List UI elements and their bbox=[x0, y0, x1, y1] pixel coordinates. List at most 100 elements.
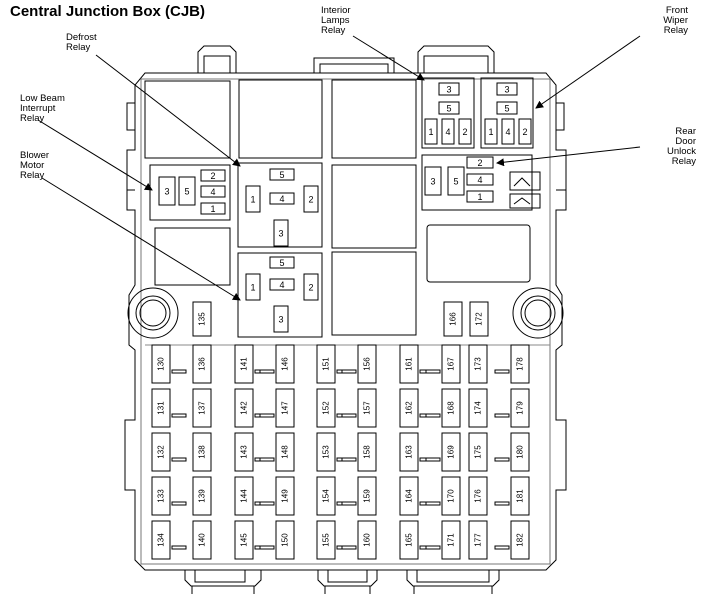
fuse-slot bbox=[468, 432, 488, 472]
fuse-contact bbox=[341, 457, 357, 462]
fuse-slot bbox=[510, 344, 530, 384]
fuse-slot bbox=[192, 388, 212, 428]
relay-pin-blower bbox=[273, 305, 289, 333]
fuse-label: 164 bbox=[405, 489, 414, 503]
relay-pin-label: 1 bbox=[477, 192, 482, 202]
relay-pin-label: 1 bbox=[250, 195, 255, 205]
relay-pin-defrost bbox=[245, 185, 261, 213]
relay-pin-defrost bbox=[303, 185, 319, 213]
fuse-slot bbox=[357, 520, 377, 560]
fuse-slot bbox=[234, 432, 254, 472]
fuse-slot bbox=[316, 344, 336, 384]
relay-pin-interior-lamps bbox=[441, 118, 455, 145]
relay-pin-low-beam bbox=[200, 185, 226, 198]
fuse-contact bbox=[171, 545, 187, 550]
fuse-slot bbox=[441, 520, 461, 560]
fuse-label: 138 bbox=[198, 445, 207, 459]
fuse-slot bbox=[151, 476, 171, 516]
fuse-label: 169 bbox=[447, 445, 456, 459]
fuse-slot bbox=[192, 476, 212, 516]
relay-pin-label: 1 bbox=[428, 127, 433, 137]
fuse-label: 178 bbox=[516, 357, 525, 371]
fuse-label: 130 bbox=[157, 357, 166, 371]
fuse-label: 144 bbox=[240, 489, 249, 503]
fuse-label: 163 bbox=[405, 445, 414, 459]
relay-pin-label: 5 bbox=[184, 187, 189, 197]
relay-pin-front-wiper bbox=[484, 118, 498, 145]
fuse-slot bbox=[468, 520, 488, 560]
fuse-slot bbox=[357, 388, 377, 428]
fuse-label: 160 bbox=[363, 533, 372, 547]
fuse-contact bbox=[425, 413, 441, 418]
fuse-contact bbox=[425, 457, 441, 462]
fuse-contact bbox=[259, 369, 275, 374]
relay-pin-label: 5 bbox=[446, 104, 451, 114]
fuse-contact bbox=[171, 457, 187, 462]
fuse-label: 173 bbox=[474, 357, 483, 371]
relay-pin-defrost bbox=[269, 192, 295, 205]
fuse-slot bbox=[151, 520, 171, 560]
relay-pin-blower bbox=[269, 278, 295, 291]
relay-pin-rear-door bbox=[466, 190, 494, 203]
low-beam-interrupt-relay-label: Low Beam Interrupt Relay bbox=[20, 93, 65, 124]
front-wiper-relay-label: Front Wiper Relay bbox=[663, 5, 688, 36]
fuse-contact bbox=[171, 413, 187, 418]
fuse-contact bbox=[425, 545, 441, 550]
relay-pin-label: 4 bbox=[445, 127, 450, 137]
fuse-label: 136 bbox=[198, 357, 207, 371]
fuse-label: 175 bbox=[474, 445, 483, 459]
relay-pin-front-wiper bbox=[496, 101, 518, 115]
fuse-label: 131 bbox=[157, 401, 166, 415]
fuse-slot bbox=[275, 476, 295, 516]
fuse-slot bbox=[151, 432, 171, 472]
fuse-slot bbox=[441, 388, 461, 428]
fuse-label: 145 bbox=[240, 533, 249, 547]
relay-pin-low-beam bbox=[178, 176, 196, 206]
interior-lamps-relay-label: Interior Lamps Relay bbox=[321, 5, 351, 36]
fuse-label: 180 bbox=[516, 445, 525, 459]
fuse-slot bbox=[275, 388, 295, 428]
fuse-label: 141 bbox=[240, 357, 249, 371]
fuse-label: 146 bbox=[281, 357, 290, 371]
relay-pin-blower bbox=[245, 273, 261, 301]
fuse-slot bbox=[468, 476, 488, 516]
fuse-slot bbox=[441, 344, 461, 384]
fuse-label: 142 bbox=[240, 401, 249, 415]
fuse-slot bbox=[510, 520, 530, 560]
fuse-slot bbox=[399, 432, 419, 472]
blower-motor-relay-label: Blower Motor Relay bbox=[20, 150, 50, 181]
defrost-relay-label: Defrost Relay bbox=[66, 32, 97, 53]
fuse-slot bbox=[469, 301, 489, 337]
fuse-contact bbox=[494, 457, 510, 462]
fuse-slot bbox=[192, 520, 212, 560]
relay-pin-label: 4 bbox=[505, 127, 510, 137]
fuse-label: 168 bbox=[447, 401, 456, 415]
fuse-label: 134 bbox=[157, 533, 166, 547]
relay-pin-interior-lamps bbox=[424, 118, 438, 145]
fuse-contact bbox=[341, 501, 357, 506]
relay-pin-label: 3 bbox=[164, 187, 169, 197]
fuse-slot bbox=[275, 520, 295, 560]
relay-pin-label: 2 bbox=[477, 158, 482, 168]
relay-pin-interior-lamps bbox=[438, 82, 460, 96]
fuse-label: 151 bbox=[322, 357, 331, 371]
relay-pin-label: 5 bbox=[279, 258, 284, 268]
relay-pin-label: 2 bbox=[210, 171, 215, 181]
relay-pin-label: 3 bbox=[504, 85, 509, 95]
relay-pin-low-beam bbox=[200, 169, 226, 182]
diagram-title: Central Junction Box (CJB) bbox=[10, 3, 206, 20]
fuse-slot bbox=[441, 476, 461, 516]
relay-pin-label: 5 bbox=[504, 104, 509, 114]
fuse-slot bbox=[275, 344, 295, 384]
relay-pin-label: 3 bbox=[446, 85, 451, 95]
fuse-slot bbox=[192, 344, 212, 384]
fuse-label: 152 bbox=[322, 401, 331, 415]
relay-pin-label: 4 bbox=[210, 187, 215, 197]
fuse-slot bbox=[510, 388, 530, 428]
relay-pin-label: 4 bbox=[279, 280, 284, 290]
relay-pin-label: 5 bbox=[279, 170, 284, 180]
fuse-contact bbox=[171, 501, 187, 506]
fuse-label: 156 bbox=[363, 357, 372, 371]
fuse-contact bbox=[425, 501, 441, 506]
